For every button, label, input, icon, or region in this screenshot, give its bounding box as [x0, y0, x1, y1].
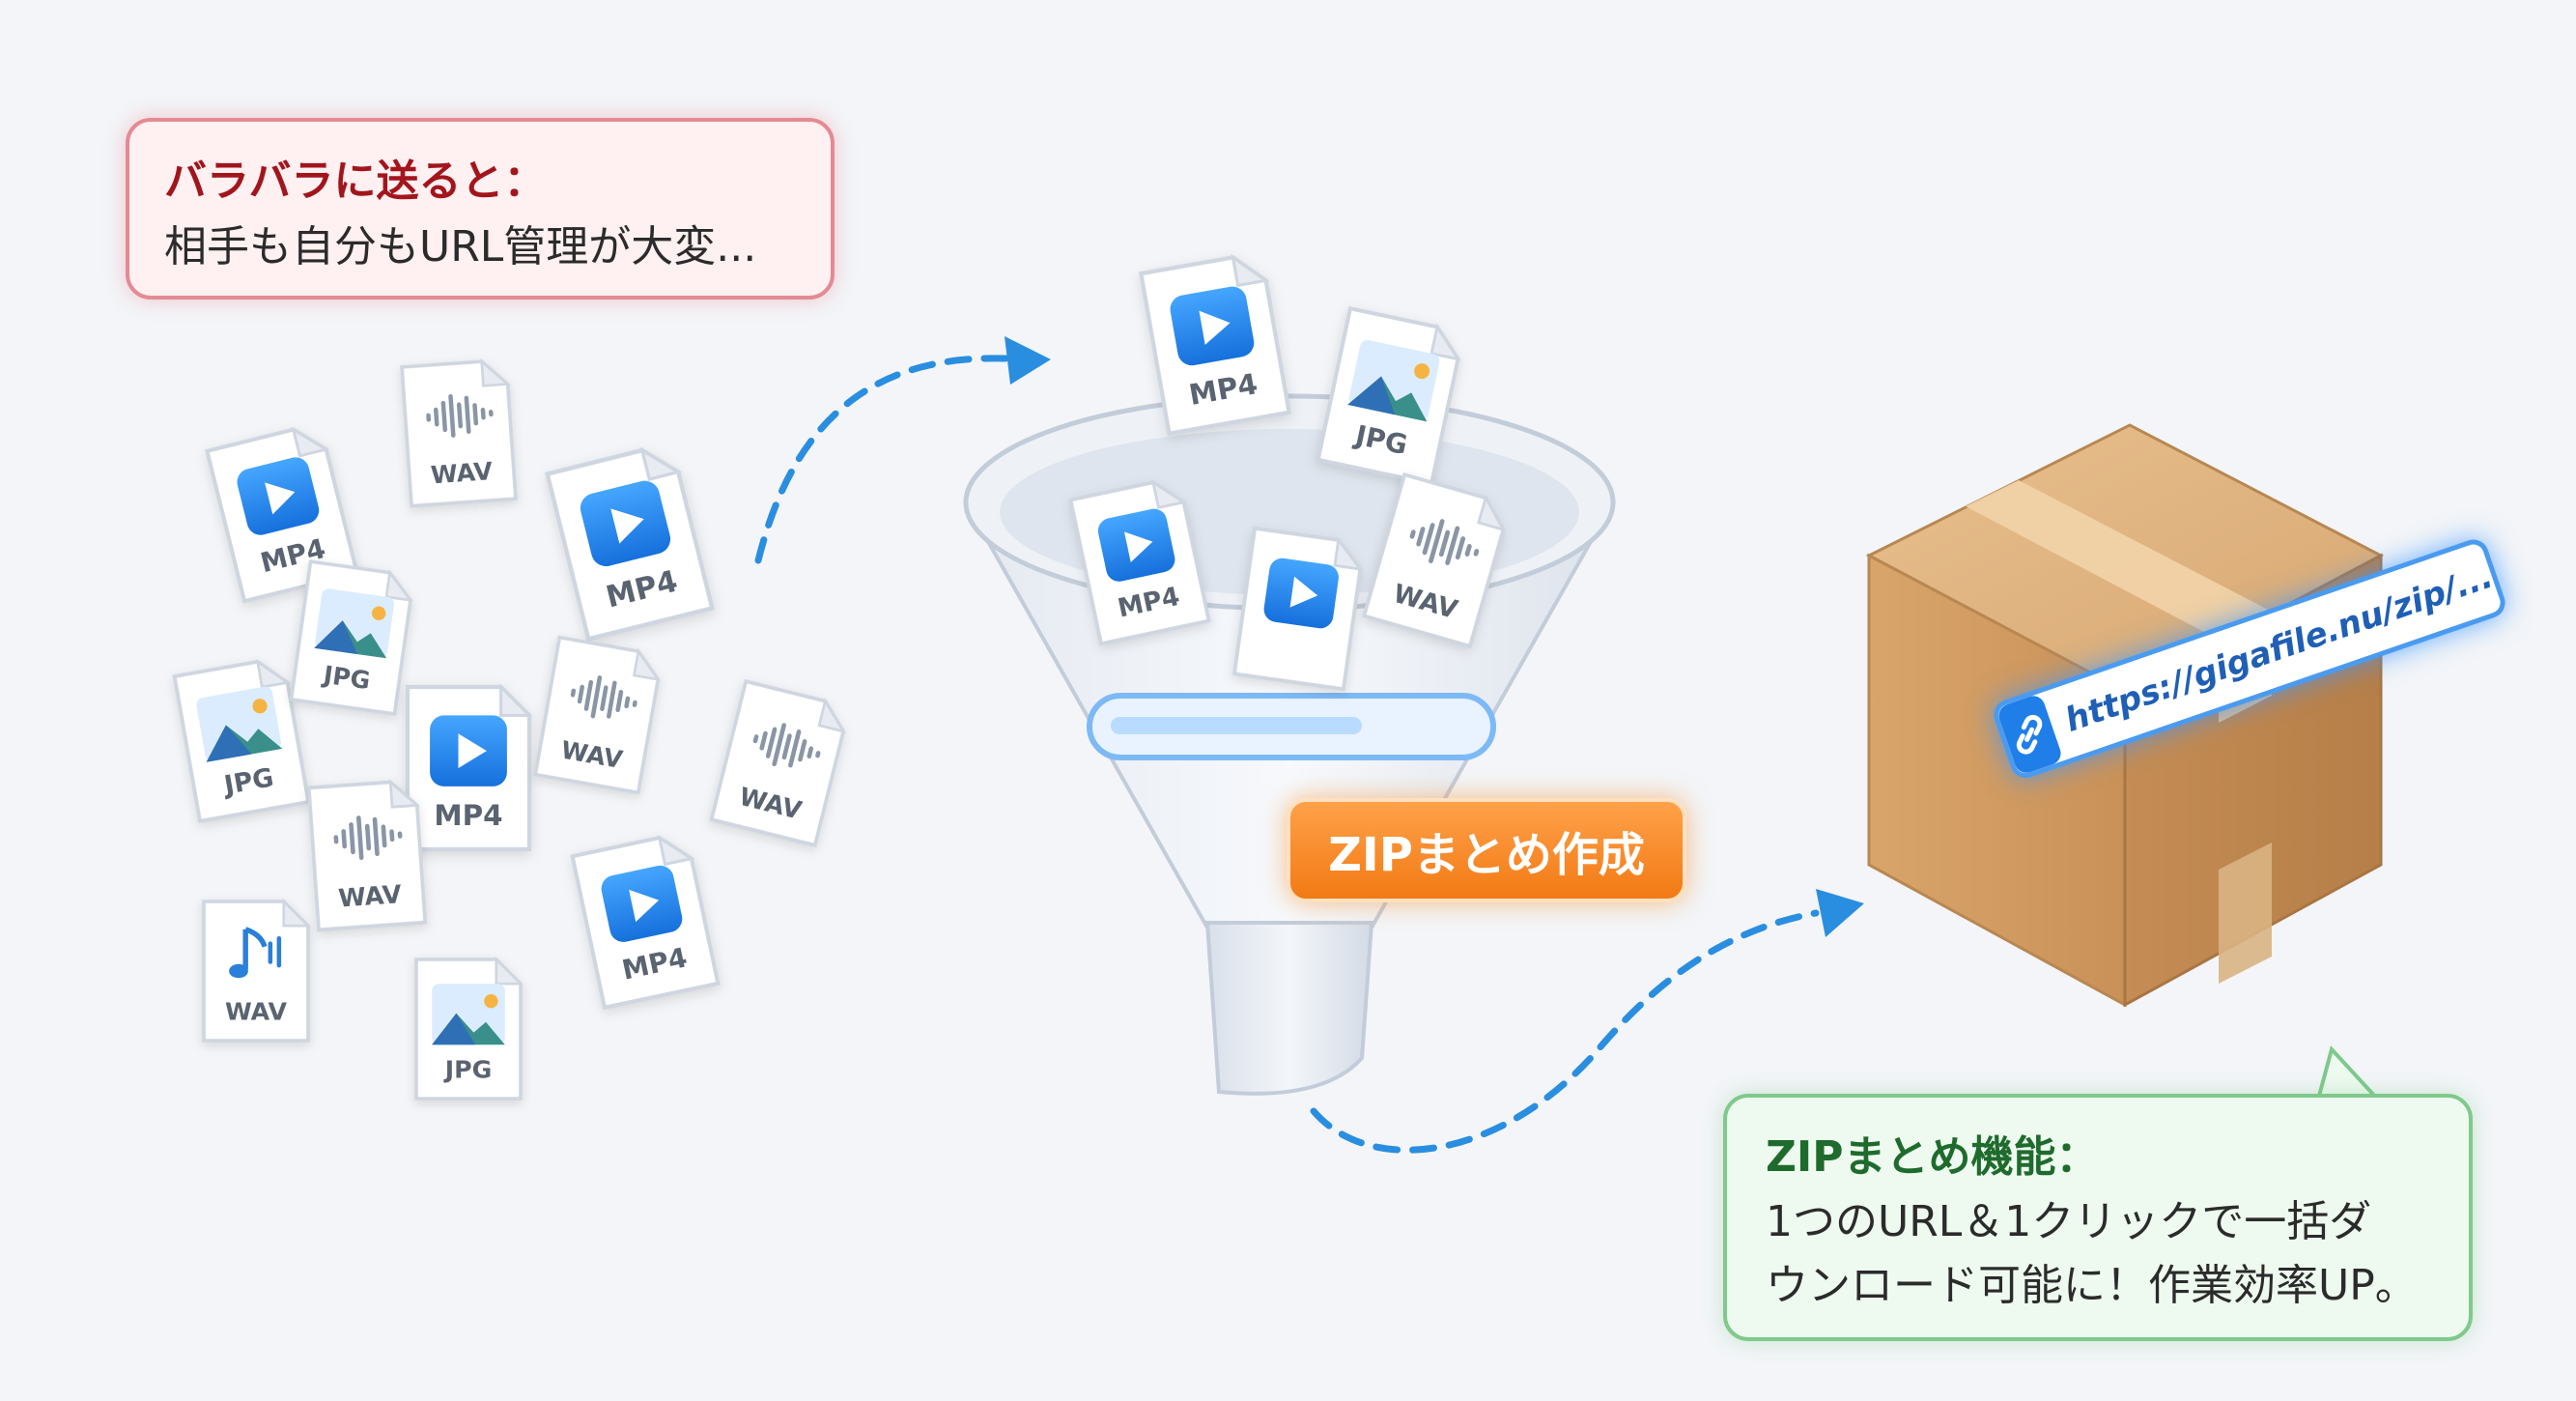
waveform-icon: [333, 815, 403, 861]
funnel-file-mp4-2: MP4: [1068, 479, 1211, 646]
scattered-file-wav-1: WAV: [400, 358, 518, 508]
file-type-label: WAV: [337, 880, 402, 913]
scattered-file-music-10: WAV: [202, 898, 312, 1043]
play-icon: [237, 457, 320, 535]
funnel-file-mp4-0: MP4: [1138, 253, 1292, 437]
scattered-file-jpg-3: JPG: [172, 658, 311, 823]
image-icon: [314, 588, 395, 659]
solution-callout-line2: ウンロード可能に！作業効率UP。: [1766, 1261, 2418, 1311]
play-icon: [601, 865, 683, 942]
scattered-file-wav-6: WAV: [533, 635, 662, 795]
play-icon: [1170, 286, 1255, 366]
file-type-label: WAV: [430, 457, 494, 489]
file-type-label: MP4: [434, 799, 502, 832]
scattered-file-wav-7: WAV: [709, 679, 847, 847]
funnel-file-mp4-3: [1231, 526, 1364, 692]
scattered-file-mp4-9: MP4: [570, 834, 721, 1011]
solution-callout-tail: [2312, 1044, 2390, 1101]
file-type-label: JPG: [443, 1055, 493, 1083]
problem-callout: バラバラに送ると： 相手も自分もURL管理が大変...: [126, 118, 835, 300]
funnel-file-jpg-1: JPG: [1316, 305, 1461, 487]
funnel: [963, 393, 1616, 1096]
waveform-icon: [570, 675, 637, 719]
music-note-icon: [229, 927, 282, 979]
play-icon: [430, 715, 507, 786]
waveform-icon: [752, 723, 821, 768]
image-icon: [1347, 339, 1440, 422]
play-icon: [580, 480, 671, 567]
problem-callout-text: 相手も自分もURL管理が大変...: [164, 222, 757, 272]
image-icon: [196, 686, 283, 762]
zip-url-bar: https://gigafile.nu/zip/...: [1990, 535, 2509, 783]
scattered-file-wav-8: WAV: [306, 779, 428, 932]
play-icon: [1097, 508, 1175, 582]
arrow-to-funnel-head: [1005, 336, 1051, 385]
link-icon: [1996, 693, 2064, 777]
image-icon: [432, 984, 505, 1045]
play-icon: [1263, 558, 1339, 629]
solution-callout-title: ZIPまとめ機能：: [1766, 1132, 2099, 1182]
solution-callout-line1: 1つのURL＆1クリックで一括ダ: [1766, 1197, 2372, 1247]
arrow-to-box-head: [1816, 889, 1864, 937]
file-type-label: WAV: [225, 997, 287, 1025]
scattered-file-jpg-11: JPG: [414, 956, 524, 1101]
arrow-to-box: [1310, 909, 1820, 1154]
scattered-file-mp4-0: MP4: [205, 426, 359, 604]
scattered-file-jpg-4: JPG: [289, 559, 414, 716]
scattered-file-mp4-5: MP4: [405, 683, 533, 852]
waveform-icon: [426, 394, 494, 438]
problem-callout-title: バラバラに送ると：: [164, 157, 547, 206]
funnel-file-wav-4: WAV: [1361, 472, 1507, 649]
zip-create-badge: ZIPまとめ作成: [1287, 798, 1686, 902]
solution-callout: ZIPまとめ機能： 1つのURL＆1クリックで一括ダ ウンロード可能に！作業効率…: [1723, 1094, 2473, 1341]
arrow-to-funnel: [754, 355, 1028, 564]
scattered-file-mp4-2: MP4: [545, 446, 715, 643]
file-type-label: JPG: [320, 660, 372, 695]
waveform-icon: [1409, 519, 1480, 565]
